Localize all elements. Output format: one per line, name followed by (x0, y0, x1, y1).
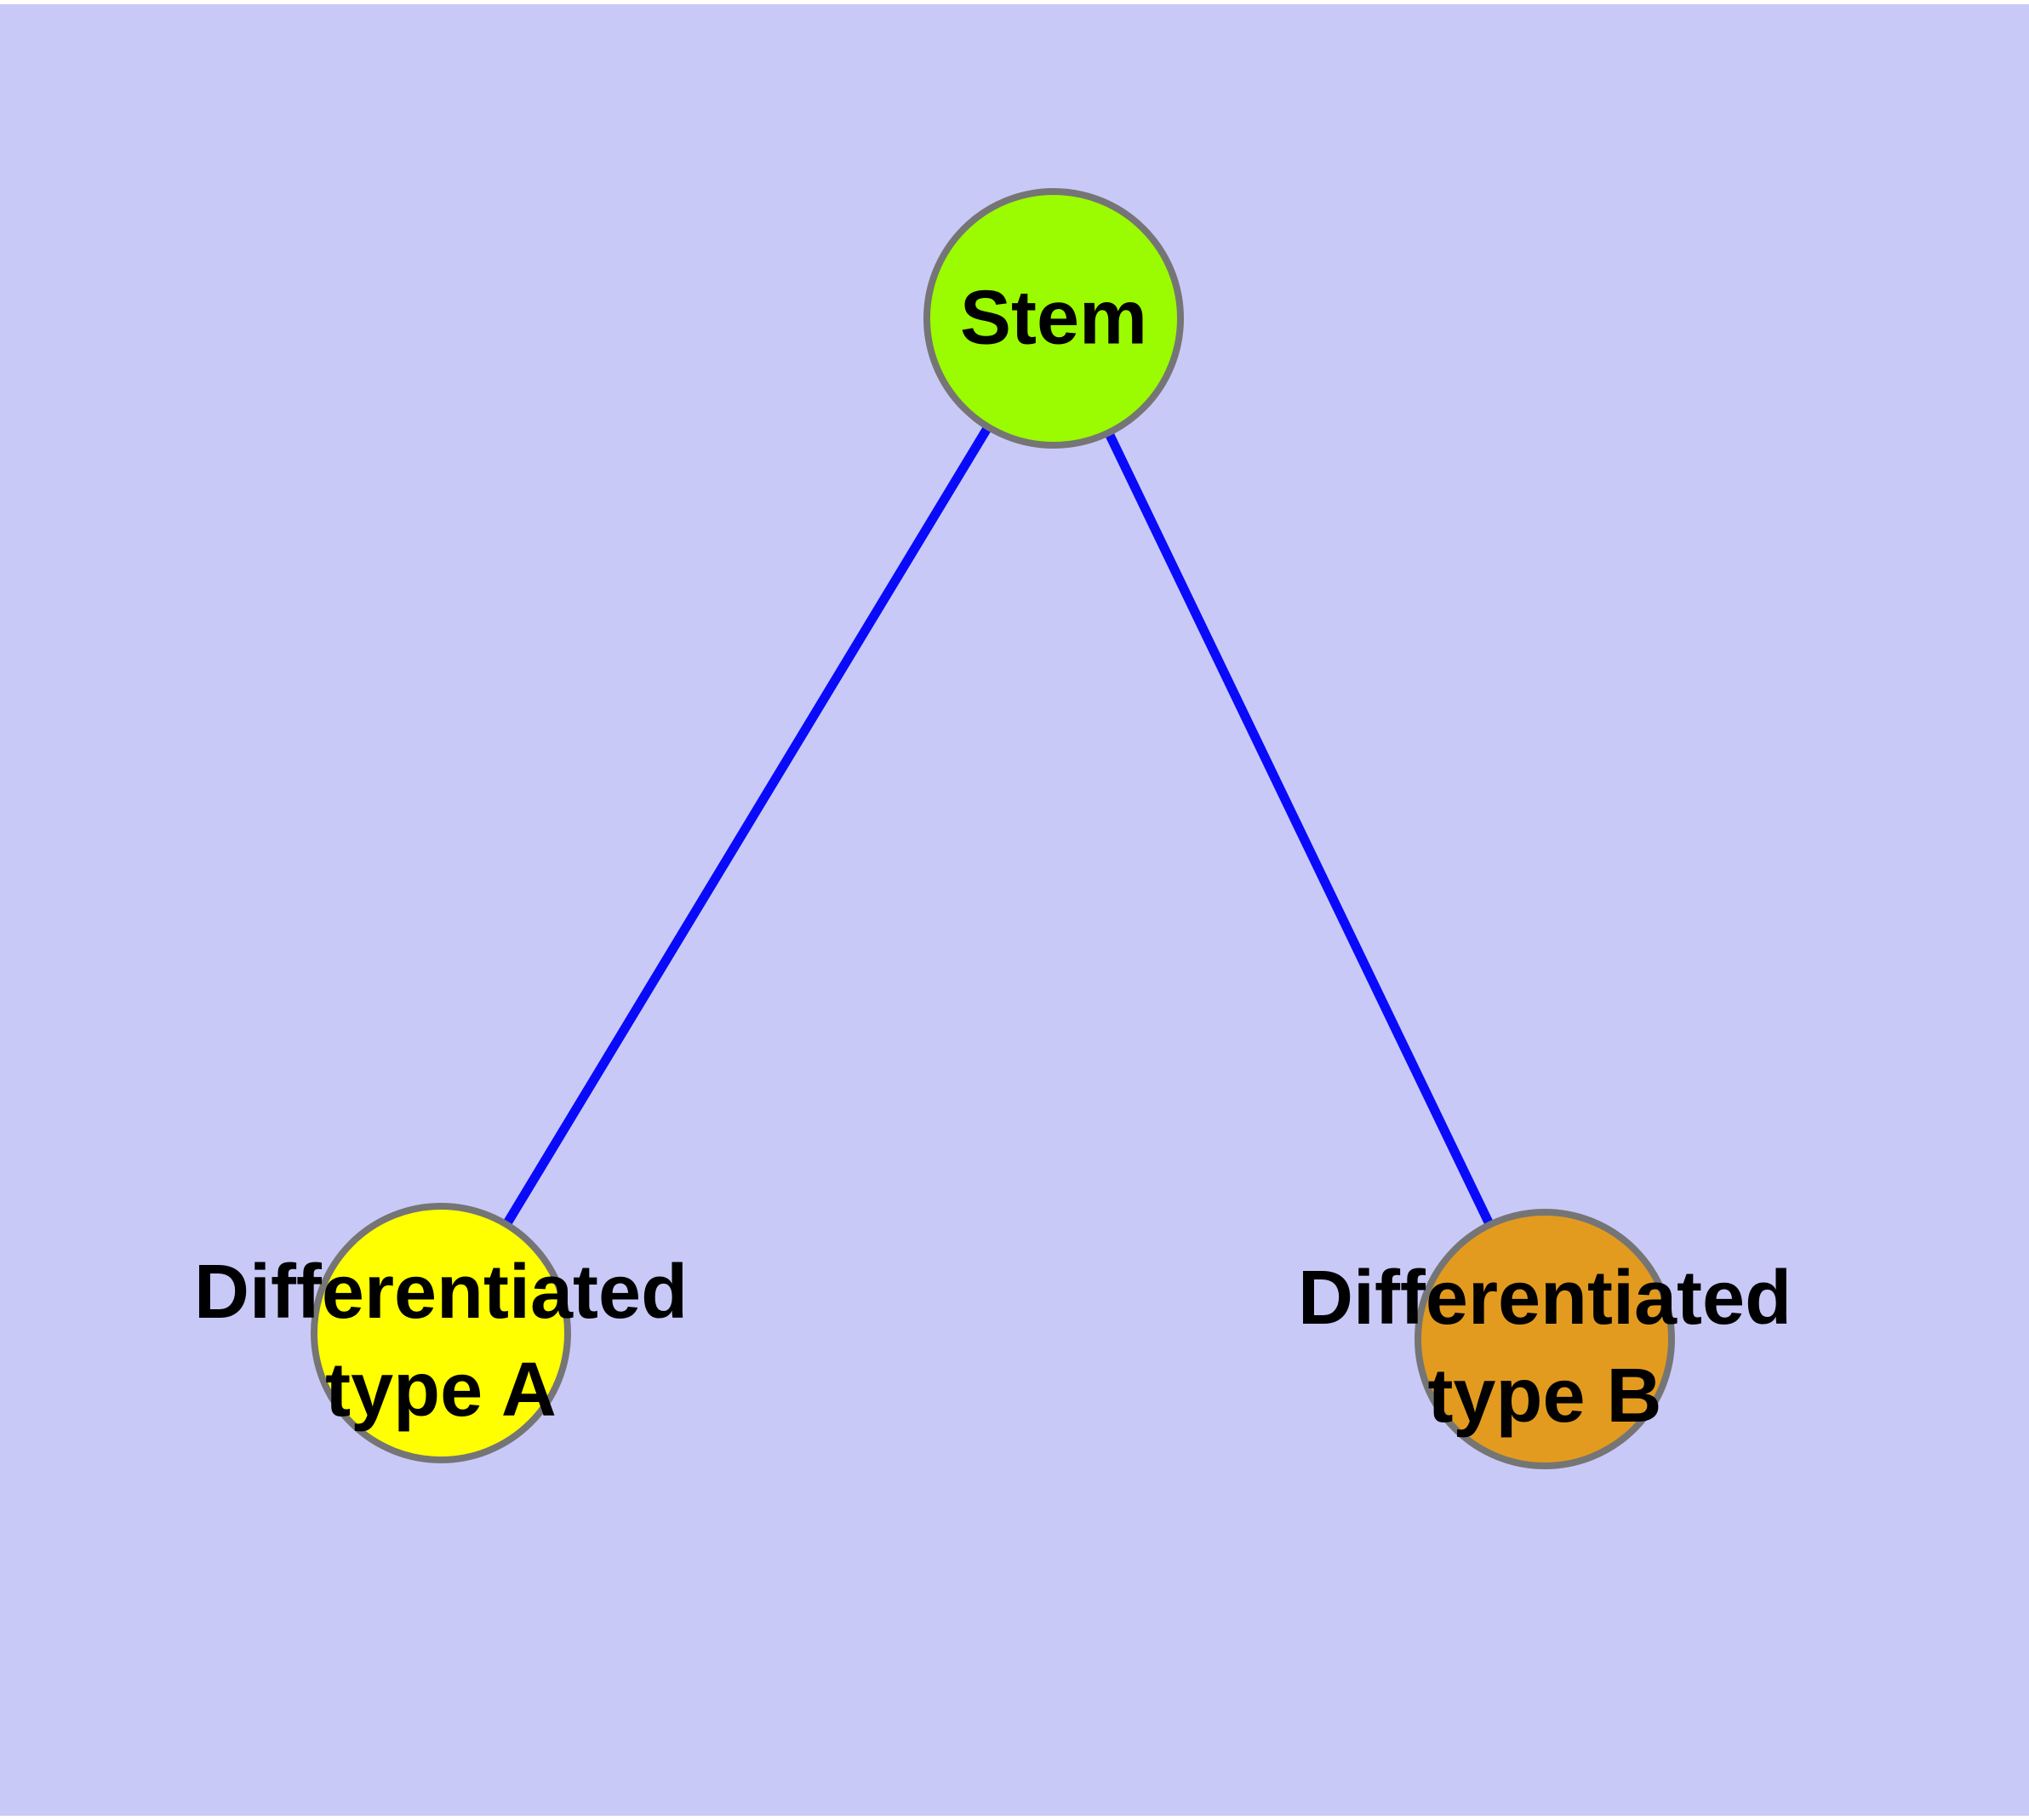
stem-node (923, 188, 1184, 449)
edge-stem-to-type-b (1049, 316, 1549, 1342)
graph-canvas: Stem Differentiated type A Differentiate… (0, 4, 2029, 1816)
type-a-node (311, 1203, 571, 1463)
edge-stem-to-type-a (437, 316, 1058, 1336)
graph-svg (0, 4, 2029, 1816)
type-b-node (1415, 1209, 1675, 1469)
